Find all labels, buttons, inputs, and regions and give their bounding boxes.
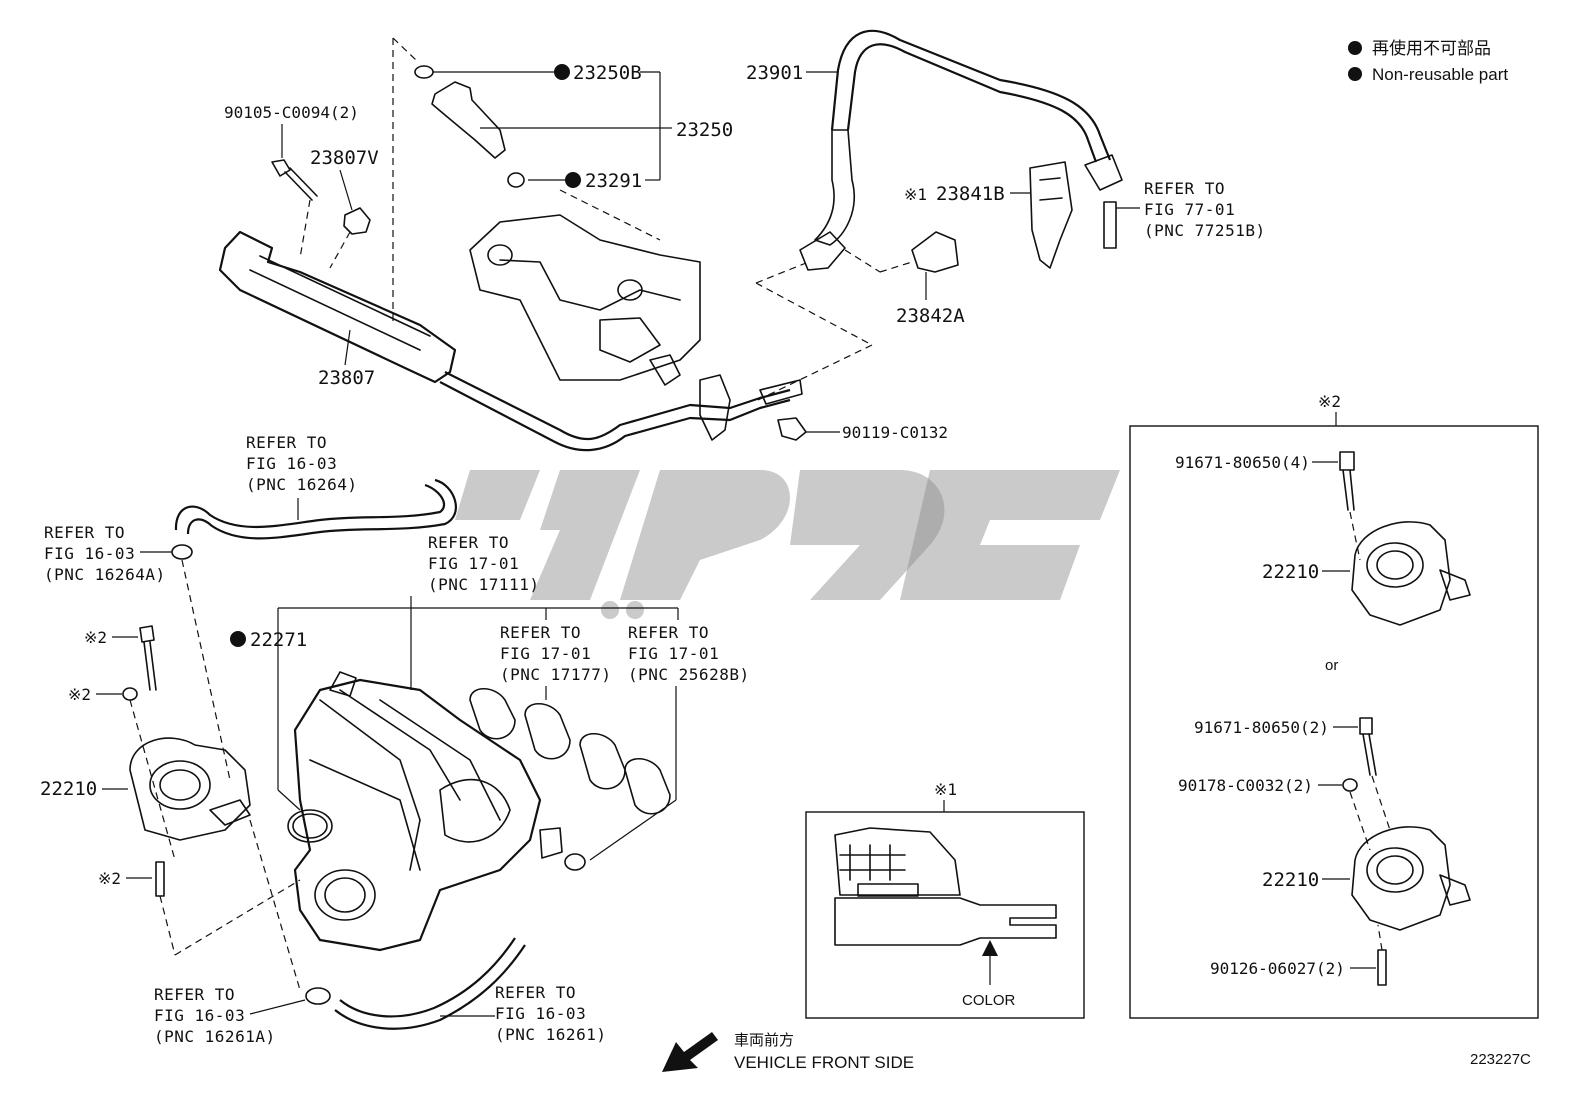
ref-line: REFER TO <box>44 523 125 542</box>
ref-line: (PNC 16264A) <box>44 565 166 584</box>
part-label-90126: 90126-06027(2) <box>1210 959 1345 978</box>
ref-line: FIG 17-01 <box>628 644 719 663</box>
note-mark-2: ※2 <box>84 628 107 647</box>
note-mark-2: ※2 <box>98 869 121 888</box>
note-mark-2: ※2 <box>68 685 91 704</box>
front-en: VEHICLE FRONT SIDE <box>734 1053 914 1072</box>
part-label-23250B: 23250B <box>573 62 642 84</box>
part-label-90119: 90119-C0132 <box>842 423 948 442</box>
ref-fig16-16261: REFER TO FIG 16-03 (PNC 16261) <box>334 937 606 1044</box>
watermark-logo <box>455 470 1120 619</box>
gasket-22271: 22271 <box>230 608 333 843</box>
ref-line: (PNC 16261A) <box>154 1027 276 1046</box>
ref-line: FIG 16-03 <box>154 1006 245 1025</box>
vehicle-front-indicator: 車両前方 VEHICLE FRONT SIDE <box>662 1032 914 1072</box>
part-label-91671-2: 91671-80650(2) <box>1194 718 1329 737</box>
bullet-icon <box>1348 67 1362 81</box>
part-label-23250: 23250 <box>676 119 733 141</box>
part-label-90178: 90178-C0032(2) <box>1178 776 1313 795</box>
ref-line: REFER TO <box>154 985 235 1004</box>
ref-line: REFER TO <box>495 983 576 1002</box>
gaskets-17177 <box>469 687 671 871</box>
bullet-icon <box>1348 41 1362 55</box>
part-label-22210-r2: 22210 <box>1262 869 1319 891</box>
note-mark-1: ※1 <box>934 780 957 799</box>
ref-line: FIG 16-03 <box>495 1004 586 1023</box>
part-label-23807: 23807 <box>318 367 375 389</box>
color-label: COLOR <box>962 992 1016 1009</box>
ref-fig17-25628B: REFER TO FIG 17-01 (PNC 25628B) <box>589 608 750 861</box>
part-label-22210-left: 22210 <box>40 778 97 800</box>
part-label-23291: 23291 <box>585 170 642 192</box>
ref-fig17-17177: REFER TO FIG 17-01 (PNC 17177) <box>500 608 611 700</box>
inset-frame <box>1129 425 1539 1019</box>
ref-line: FIG 17-01 <box>428 554 519 573</box>
legend-jp: 再使用不可部品 <box>1372 38 1491 58</box>
ref-line: (PNC 77251B) <box>1144 221 1266 240</box>
ref-line: (PNC 16264) <box>246 475 357 494</box>
ref-line: REFER TO <box>500 623 581 642</box>
note-mark-2: ※2 <box>1318 392 1341 411</box>
fuel-hose-group: 23901 <box>746 29 1123 401</box>
intake-manifold <box>293 671 542 952</box>
ref-line: REFER TO <box>428 533 509 552</box>
ref-line: (PNC 17111) <box>428 575 539 594</box>
ref-line: REFER TO <box>1144 179 1225 198</box>
legend-en: Non-reusable part <box>1372 65 1508 84</box>
ref-fig77: REFER TO FIG 77-01 (PNC 77251B) <box>1116 179 1266 240</box>
non-reusable-mark <box>565 172 581 188</box>
legend: 再使用不可部品 Non-reusable part <box>1348 38 1508 84</box>
part-label-23842A: 23842A <box>896 305 965 327</box>
part-label-23901: 23901 <box>746 62 803 84</box>
ref-line: (PNC 17177) <box>500 665 611 684</box>
note-mark-1: ※1 <box>904 185 927 204</box>
non-reusable-mark <box>230 631 246 647</box>
part-label-23841B: 23841B <box>936 183 1005 205</box>
ref-line: (PNC 16261) <box>495 1025 606 1044</box>
part-label-22271: 22271 <box>250 629 307 651</box>
throttle-body-left: ※2 ※2 22210 ※2 <box>40 625 301 991</box>
bolt-90119: 90119-C0132 <box>777 417 948 442</box>
inset-color: ※1 COLOR <box>805 780 1085 1019</box>
ref-fig16-16264A: REFER TO FIG 16-03 (PNC 16264A) <box>44 523 231 781</box>
inset-throttle-variants: ※2 91671-80650(4) 22210 or 91671-80650(2… <box>1129 392 1539 1019</box>
front-arrow-icon <box>662 1032 718 1072</box>
ref-line: REFER TO <box>246 433 327 452</box>
inset-frame <box>805 811 1085 1019</box>
ref-line: FIG 16-03 <box>44 544 135 563</box>
part-label-22210-r1: 22210 <box>1262 561 1319 583</box>
fuel-rail-group: 90105-C0094(2) 23807V 23807 23250B 23250 <box>218 37 803 452</box>
part-label-23807V: 23807V <box>310 147 379 169</box>
ref-line: REFER TO <box>628 623 709 642</box>
quick-connector-group: ※1 23841B 23842A <box>896 161 1117 327</box>
figure-code: 223227C <box>1470 1051 1531 1068</box>
part-label-90105: 90105-C0094(2) <box>224 103 359 122</box>
ref-line: (PNC 25628B) <box>628 665 750 684</box>
non-reusable-mark <box>554 64 570 80</box>
front-jp: 車両前方 <box>734 1032 794 1049</box>
ref-line: FIG 77-01 <box>1144 200 1235 219</box>
ref-fig17-17111: REFER TO FIG 17-01 (PNC 17111) <box>278 533 678 690</box>
ref-fig16-16264: REFER TO FIG 16-03 (PNC 16264) <box>174 433 457 540</box>
ref-line: FIG 16-03 <box>246 454 337 473</box>
ref-line: FIG 17-01 <box>500 644 591 663</box>
part-label-91671-4: 91671-80650(4) <box>1175 453 1310 472</box>
ref-fig16-16261A: REFER TO FIG 16-03 (PNC 16261A) <box>154 985 331 1046</box>
or-label: or <box>1325 657 1338 674</box>
